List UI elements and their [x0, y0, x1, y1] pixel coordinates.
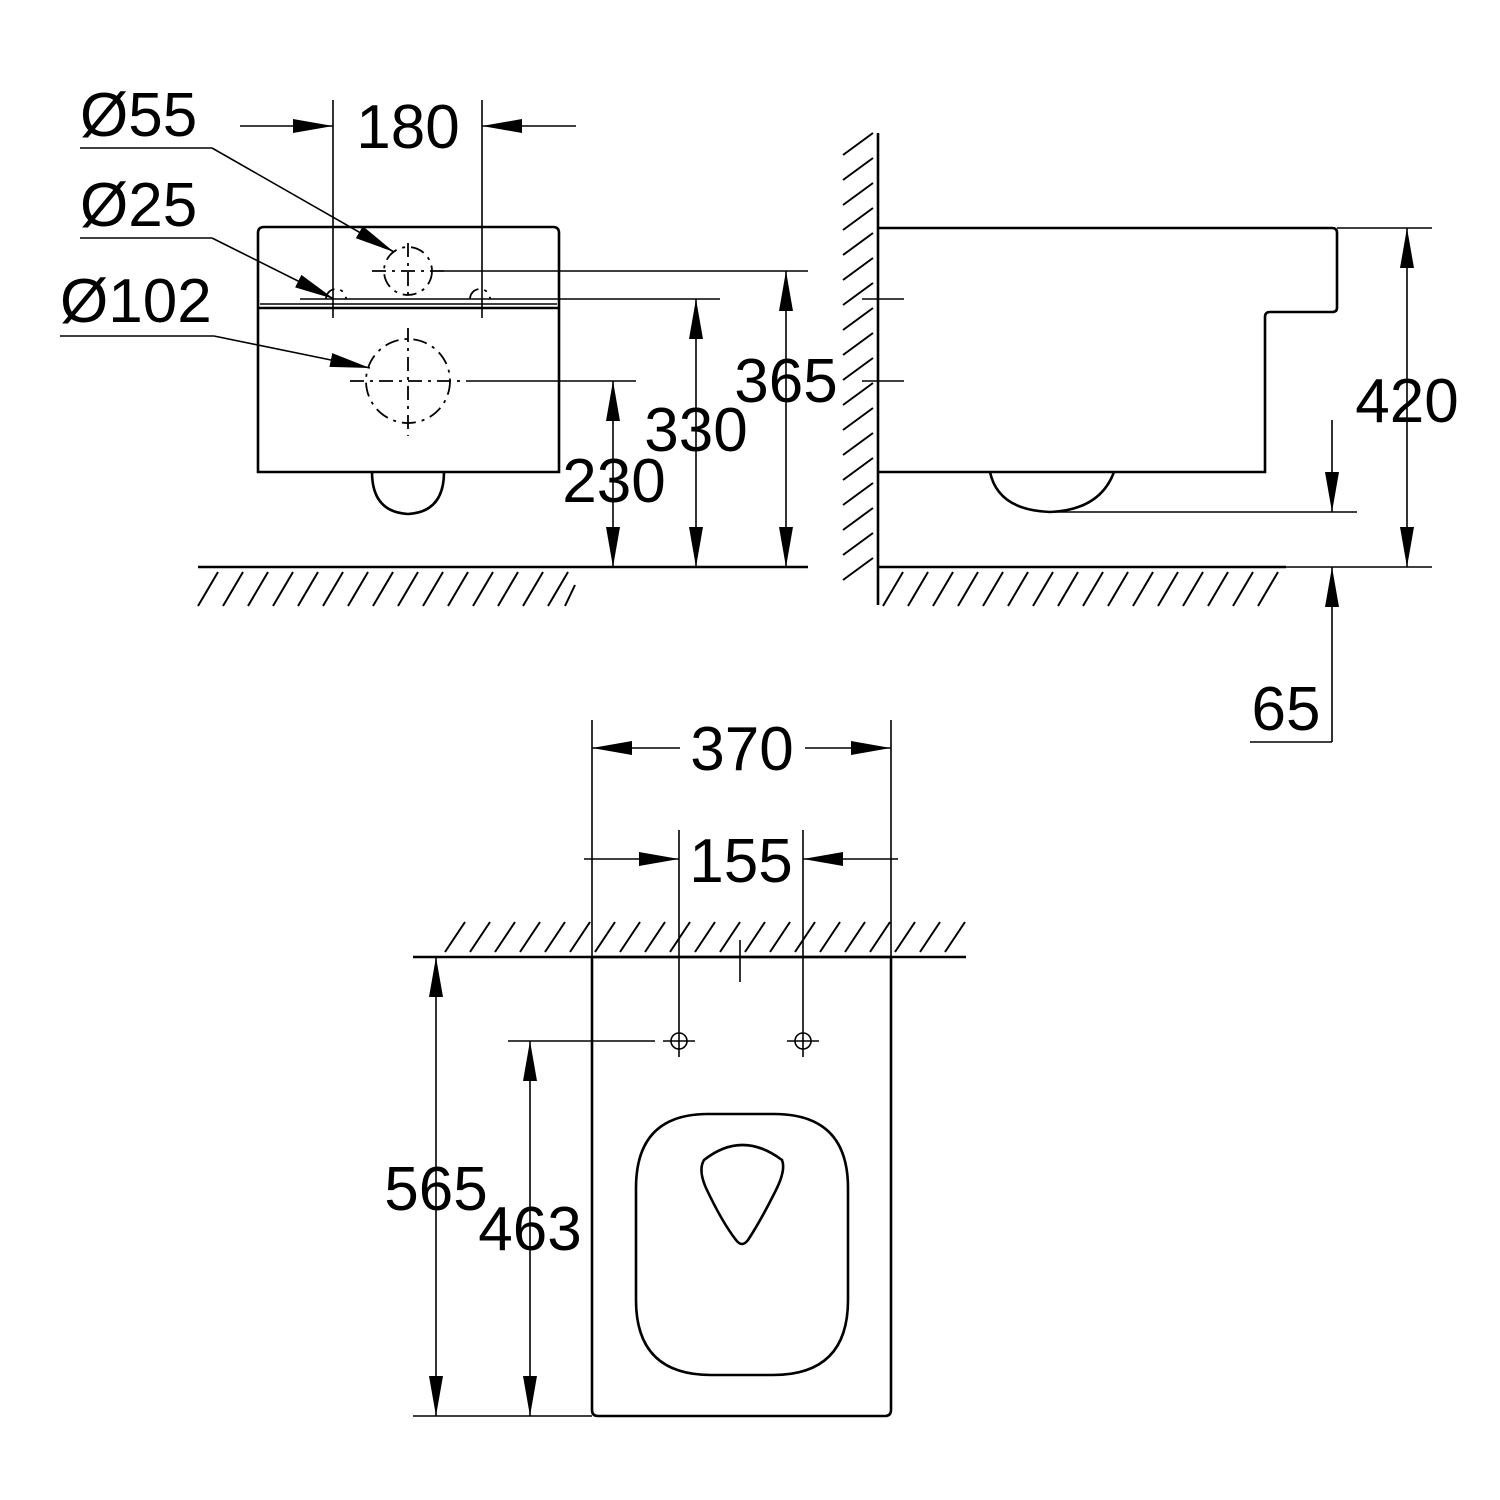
dim-370: 370 [690, 715, 793, 784]
top-seat-outline [634, 1112, 850, 1377]
side-trap-outline [988, 471, 1116, 514]
dim-230: 230 [562, 447, 665, 516]
top-bowl-opening [700, 1143, 785, 1246]
dim-463: 463 [478, 1195, 581, 1264]
hole-25-left [325, 288, 347, 300]
side-bowl-outline [878, 226, 1339, 474]
dim-365: 365 [734, 347, 837, 416]
front-trap-outline [370, 471, 446, 516]
dim-420: 420 [1355, 367, 1458, 436]
side-floor-hatch [882, 571, 1279, 607]
dim-d25: Ø25 [80, 171, 197, 240]
top-wall-hatch [444, 921, 966, 953]
dim-65: 65 [1252, 675, 1321, 744]
dim-d55: Ø55 [80, 81, 197, 150]
front-view: 180 Ø55 Ø25 Ø102 230 330 365 [60, 81, 838, 607]
dim-d102: Ø102 [60, 267, 212, 336]
dim-155: 155 [689, 827, 792, 896]
side-wall-hatch [842, 132, 874, 581]
top-view: 370 155 565 463 [384, 715, 966, 1418]
front-floor-hatch [197, 571, 576, 607]
hole-25-right [469, 288, 491, 300]
top-bowl-outline [590, 955, 893, 1418]
dim-330: 330 [644, 396, 747, 465]
dim-565: 565 [384, 1155, 487, 1224]
dim-180: 180 [356, 93, 459, 162]
side-view: 420 65 [842, 132, 1459, 744]
front-bowl-outline [256, 225, 561, 474]
